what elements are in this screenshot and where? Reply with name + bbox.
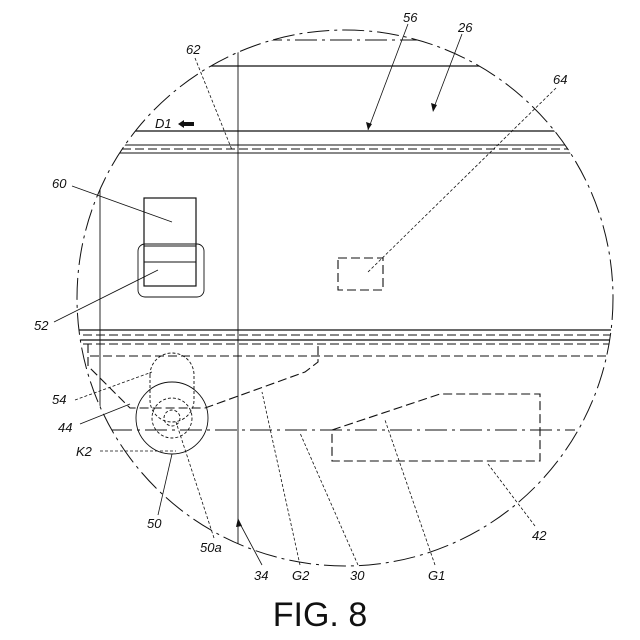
leader-62: [195, 58, 232, 150]
leader-26-arrow: [431, 103, 437, 112]
roller-50a-hub: [164, 410, 180, 426]
label-k2: K2: [76, 444, 93, 459]
guide-g2-profile: [88, 344, 318, 408]
leader-50: [158, 454, 172, 515]
label-44: 44: [58, 420, 72, 435]
leader-52: [54, 270, 158, 322]
roller-50-inner: [152, 398, 192, 438]
label-30: 30: [350, 568, 365, 583]
leader-54: [75, 372, 152, 400]
leader-g2: [262, 392, 300, 565]
label-g1: G1: [428, 568, 445, 583]
label-54: 54: [52, 392, 66, 407]
direction-arrow-d1: [178, 120, 194, 128]
leader-64: [368, 88, 556, 272]
leader-30: [300, 433, 358, 565]
label-50: 50: [147, 516, 162, 531]
label-52: 52: [34, 318, 49, 333]
guide-g1-part-42: [332, 394, 540, 461]
label-d1: D1: [155, 116, 172, 131]
leader-60: [72, 186, 172, 222]
leader-42: [488, 464, 535, 526]
leader-26: [433, 34, 462, 110]
roller-50-outer: [136, 382, 208, 454]
leader-56-arrow: [366, 122, 372, 130]
label-42: 42: [532, 528, 547, 543]
label-50a: 50a: [200, 540, 222, 555]
figure-caption: FIG. 8: [273, 596, 367, 634]
label-64: 64: [553, 72, 567, 87]
leader-44: [80, 404, 130, 424]
label-60: 60: [52, 176, 67, 191]
label-26: 26: [457, 20, 473, 35]
label-62: 62: [186, 42, 201, 57]
leader-34: [238, 520, 262, 565]
element-64: [338, 258, 383, 290]
leader-34-arrow: [236, 518, 242, 527]
leader-g1: [385, 420, 435, 565]
label-56: 56: [403, 10, 418, 25]
element-52-outline: [138, 244, 204, 297]
roller-54: [150, 353, 194, 422]
label-g2: G2: [292, 568, 310, 583]
label-34: 34: [254, 568, 268, 583]
